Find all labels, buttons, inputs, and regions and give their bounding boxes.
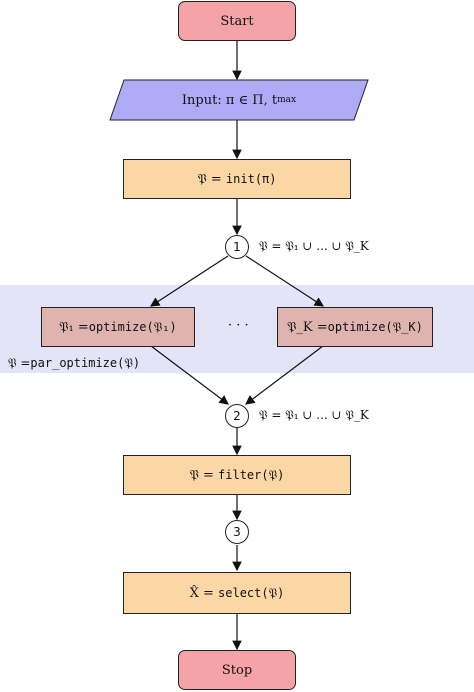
par-optimize-label: 𝔓 =par_optimize(𝔓): [8, 356, 140, 371]
optimize-K-node: 𝔓_K = optimize(𝔓_K): [277, 307, 433, 347]
junction-3-label: 3: [233, 525, 241, 539]
optimize-1-node: 𝔓₁ = optimize(𝔓₁): [41, 307, 195, 347]
par-label-fn: par_optimize(𝔓): [30, 356, 141, 370]
junction-1-label: 1: [233, 240, 241, 254]
stop-node: Stop: [178, 650, 296, 690]
optK-fn: optimize(𝔓_K): [327, 319, 423, 334]
edge-j1-optK: [245, 255, 325, 307]
start-node: Start: [178, 1, 296, 41]
junction-1-annotation: 𝔓 = 𝔓₁ ∪ ... ∪ 𝔓_K: [259, 239, 369, 253]
input-node: [109, 79, 369, 121]
init-node: 𝔓 = init(π): [123, 159, 351, 199]
edge-j1-opt1: [149, 255, 229, 307]
filter-lhs: 𝔓 =: [189, 467, 214, 483]
start-label: Start: [220, 13, 254, 29]
junction-1: 1: [225, 235, 249, 259]
filter-node: 𝔓 = filter(𝔓): [123, 455, 351, 495]
par-label-lhs: 𝔓 =: [8, 356, 31, 370]
opt1-lhs: 𝔓₁ =: [59, 319, 89, 335]
junction-3: 3: [225, 520, 249, 544]
select-lhs: X̂ =: [189, 585, 214, 601]
init-fn: init(π): [225, 172, 277, 186]
edge-optK-j2: [245, 345, 324, 405]
select-fn: select(𝔓): [218, 585, 285, 600]
edge-opt1-j2: [150, 345, 229, 405]
filter-fn: filter(𝔓): [218, 467, 285, 482]
junction-2-label: 2: [233, 409, 241, 423]
optK-lhs: 𝔓_K =: [287, 319, 328, 335]
input-subscript: max: [277, 95, 297, 105]
init-lhs: 𝔓 =: [197, 171, 222, 187]
junction-2: 2: [225, 404, 249, 428]
input-label: Input: π ∈ Π, t: [181, 92, 278, 108]
ellipsis: · · ·: [228, 318, 249, 333]
junction-2-annotation: 𝔓 = 𝔓₁ ∪ ... ∪ 𝔓_K: [259, 408, 369, 422]
stop-label: Stop: [221, 662, 253, 678]
select-node: X̂ = select(𝔓): [123, 572, 351, 614]
opt1-fn: optimize(𝔓₁): [88, 319, 177, 334]
